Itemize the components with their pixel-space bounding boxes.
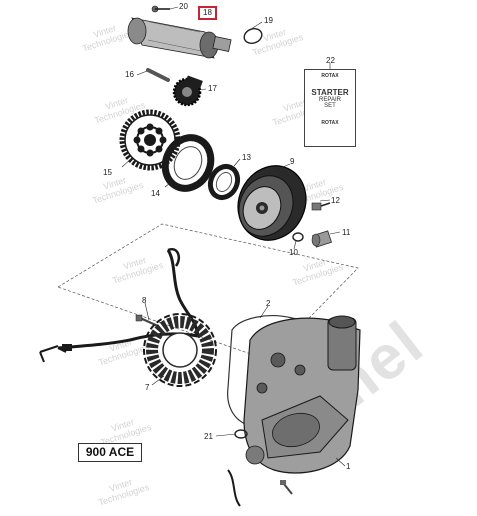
callout-20[interactable]: 20	[179, 2, 188, 11]
callout-19[interactable]: 19	[264, 16, 273, 25]
magneto-cover	[227, 315, 361, 507]
callout-17[interactable]: 17	[208, 84, 217, 93]
highlighted-callout-18[interactable]: 18	[198, 6, 217, 20]
model-badge: 900 ACE	[78, 443, 142, 462]
starter-repair-set-card: ROTAX STARTER REPAIR SET ROTAX	[304, 69, 356, 147]
screw	[135, 314, 159, 328]
small-bolt	[311, 202, 331, 211]
bottom-screw	[280, 480, 293, 495]
small-gear	[172, 75, 203, 107]
washer	[292, 232, 304, 242]
callout-9[interactable]: 9	[290, 157, 295, 166]
repair-card-brand-top: ROTAX	[321, 73, 339, 79]
callout-11[interactable]: 11	[342, 228, 351, 237]
leader-lines	[121, 6, 346, 467]
starter-motor	[127, 5, 232, 59]
seal-ring	[207, 163, 241, 201]
bearing-ring	[161, 134, 215, 192]
pin	[146, 68, 170, 82]
callout-14[interactable]: 14	[151, 189, 160, 198]
o-ring	[243, 28, 263, 44]
repair-card-title: STARTER	[311, 88, 349, 97]
callout-15[interactable]: 15	[103, 168, 112, 177]
callout-22[interactable]: 22	[326, 56, 335, 65]
repair-card-brand-bottom: ROTAX	[321, 120, 339, 126]
callout-10[interactable]: 10	[289, 248, 298, 257]
callout-1[interactable]: 1	[346, 462, 351, 471]
flywheel-bolt	[311, 230, 332, 248]
repair-card-subtitle-1: REPAIR	[319, 97, 341, 103]
callout-8[interactable]: 8	[142, 296, 147, 305]
callout-16[interactable]: 16	[125, 70, 134, 79]
repair-card-subtitle-2: SET	[324, 103, 336, 109]
stator	[143, 313, 217, 387]
callout-7[interactable]: 7	[145, 383, 150, 392]
callout-12[interactable]: 12	[331, 196, 340, 205]
callout-2[interactable]: 2	[266, 299, 271, 308]
flywheel	[237, 165, 307, 241]
callout-13[interactable]: 13	[242, 153, 251, 162]
callout-21[interactable]: 21	[204, 432, 213, 441]
